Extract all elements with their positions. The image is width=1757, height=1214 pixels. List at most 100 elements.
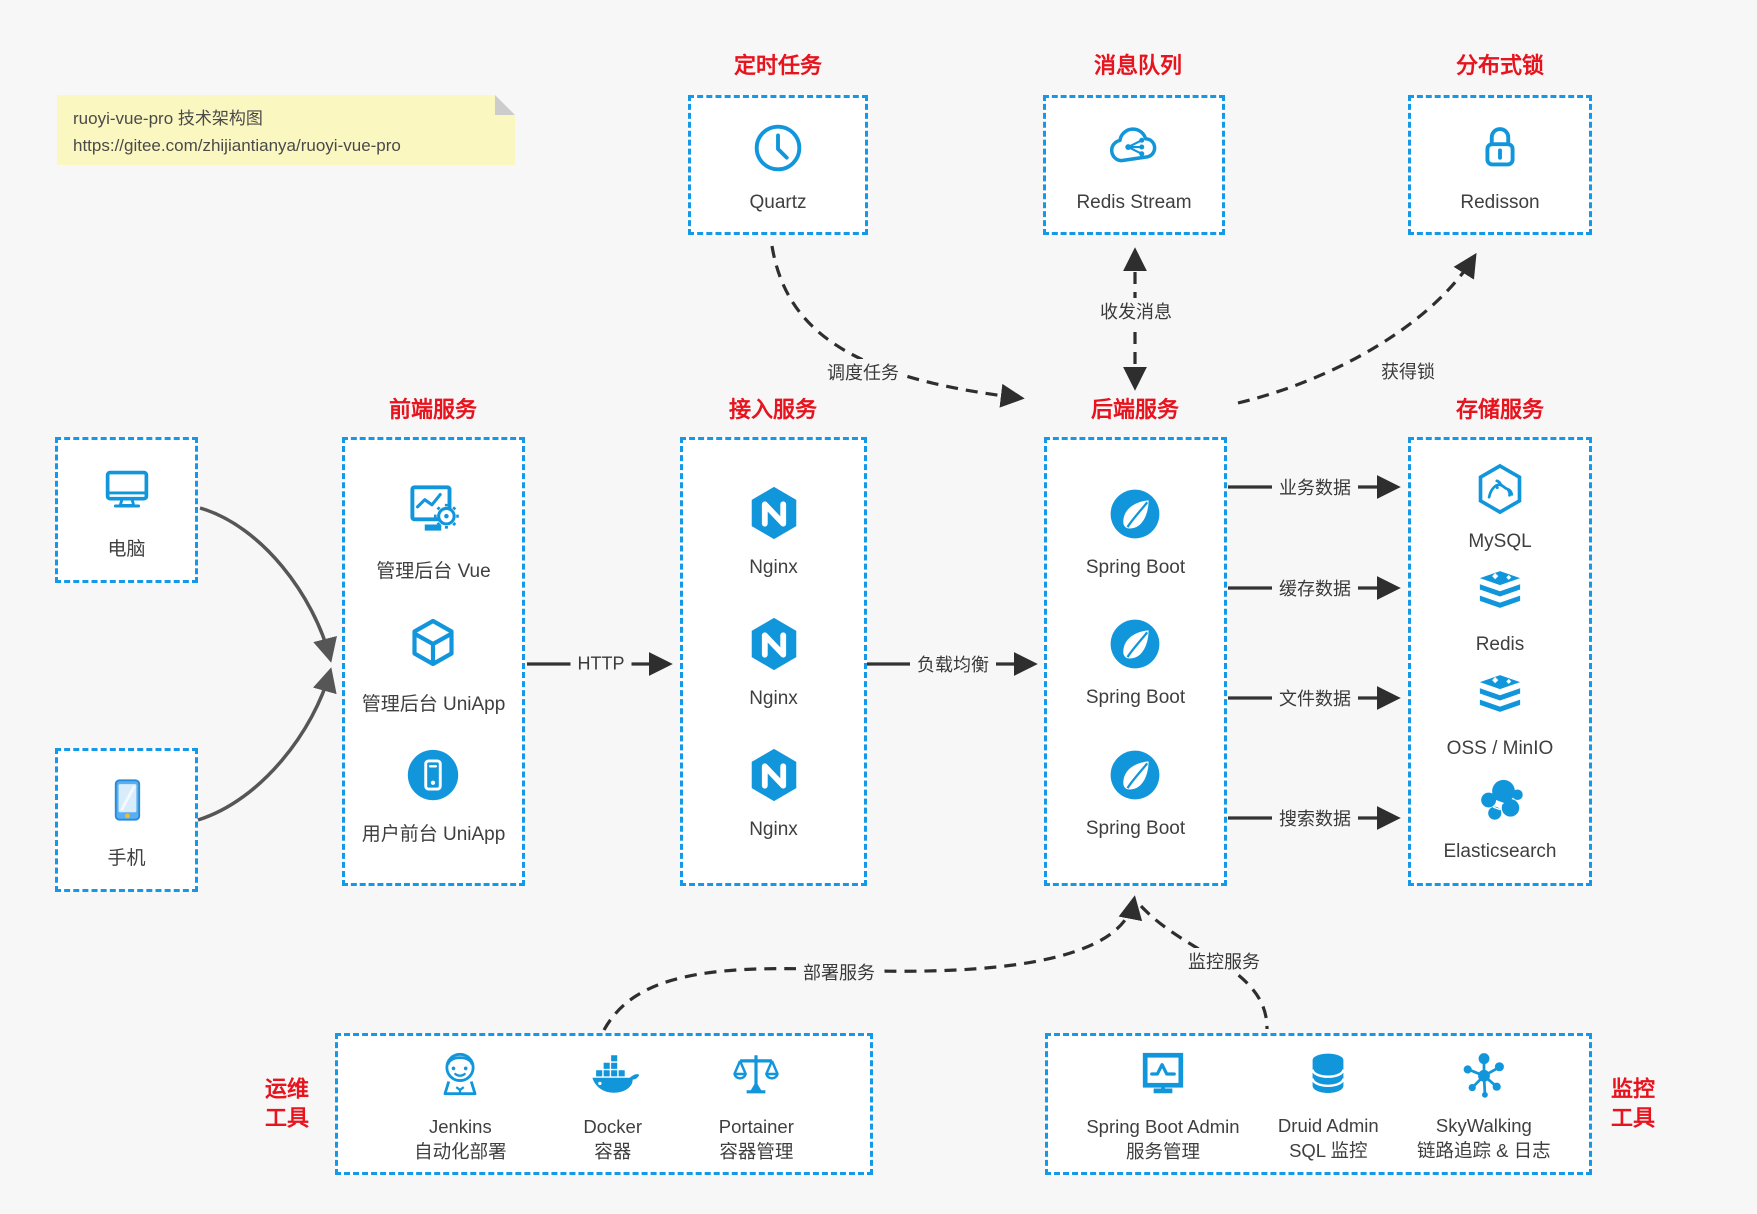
redis-stream-box: Redis Stream bbox=[1043, 95, 1225, 235]
portainer-item: Portainer 容器管理 bbox=[719, 1044, 794, 1165]
user-uniapp-item: 用户前台 UniApp bbox=[361, 744, 506, 846]
redisson-label: Redisson bbox=[1460, 191, 1540, 213]
monitor-tools-box: Spring Boot Admin 服务管理 Druid Admin SQL 监… bbox=[1045, 1033, 1592, 1175]
edge-label-cache-data: 缓存数据 bbox=[1272, 575, 1358, 601]
spring-boot-label-2: Spring Boot bbox=[1085, 687, 1186, 708]
skywalking-item: SkyWalking 链路追踪 & 日志 bbox=[1417, 1045, 1551, 1164]
spring-boot-item-2: Spring Boot bbox=[1086, 614, 1185, 709]
clock-icon bbox=[747, 117, 809, 184]
group-title-scheduled-task: 定时任务 bbox=[733, 53, 823, 78]
spring-boot-icon bbox=[1105, 745, 1165, 810]
spring-boot-item-1: Spring Boot bbox=[1086, 484, 1185, 579]
spring-boot-item-3: Spring Boot bbox=[1086, 745, 1185, 840]
admin-uniapp-label: 管理后台 UniApp bbox=[361, 693, 506, 715]
oss-minio-label: OSS / MinIO bbox=[1446, 737, 1554, 759]
quartz-label: Quartz bbox=[749, 191, 807, 213]
group-title-backend: 后端服务 bbox=[1090, 397, 1180, 422]
nginx-label-1: Nginx bbox=[749, 557, 798, 578]
spring-boot-admin-name: Spring Boot Admin bbox=[1086, 1115, 1240, 1137]
edge-label-search-data: 搜索数据 bbox=[1272, 805, 1358, 831]
redis-item: Redis bbox=[1472, 565, 1528, 656]
nginx-label-3: Nginx bbox=[749, 819, 798, 840]
edge-label-deploy-service: 部署服务 bbox=[796, 959, 882, 985]
spring-boot-label-3: Spring Boot bbox=[1085, 817, 1186, 839]
nginx-item-3: Nginx bbox=[743, 744, 805, 841]
spring-boot-admin-icon bbox=[1133, 1044, 1193, 1109]
mysql-item: MySQL bbox=[1468, 460, 1532, 553]
group-title-message-queue: 消息队列 bbox=[1093, 53, 1183, 78]
spring-boot-admin-desc: 服务管理 bbox=[1125, 1140, 1200, 1162]
spring-boot-admin-label: Spring Boot Admin 服务管理 bbox=[1086, 1115, 1239, 1165]
mobile-client-label: 手机 bbox=[107, 848, 146, 869]
elasticsearch-label: Elasticsearch bbox=[1443, 840, 1557, 862]
mobile-client-box: 手机 bbox=[55, 748, 198, 892]
nginx-icon bbox=[743, 744, 805, 811]
gateway-box: Nginx Nginx Nginx bbox=[680, 437, 867, 886]
edge-label-send-receive-msg: 收发消息 bbox=[1093, 298, 1179, 324]
edge-label-file-data: 文件数据 bbox=[1272, 685, 1358, 711]
jenkins-desc: 自动化部署 bbox=[414, 1140, 507, 1162]
user-app-icon bbox=[402, 744, 464, 811]
group-title-gateway: 接入服务 bbox=[728, 397, 818, 422]
group-title-distributed-lock: 分布式锁 bbox=[1455, 53, 1545, 78]
docker-icon bbox=[583, 1044, 643, 1109]
docker-name: Docker bbox=[583, 1115, 642, 1137]
jenkins-icon bbox=[430, 1044, 490, 1109]
phone-icon bbox=[97, 770, 157, 835]
group-title-storage: 存储服务 bbox=[1455, 397, 1545, 422]
edge-label-acquire-lock: 获得锁 bbox=[1374, 358, 1442, 384]
ops-tools-title-line2: 工具 bbox=[264, 1105, 310, 1130]
portainer-icon bbox=[726, 1044, 786, 1109]
nginx-item-1: Nginx bbox=[743, 482, 805, 579]
docker-desc: 容器 bbox=[594, 1140, 632, 1162]
ops-tools-title: 运维 工具 bbox=[265, 1075, 309, 1132]
skywalking-icon bbox=[1455, 1045, 1513, 1108]
note-url: https://gitee.com/zhijiantianya/ruoyi-vu… bbox=[73, 136, 401, 156]
spring-boot-icon bbox=[1105, 614, 1165, 679]
portainer-name: Portainer bbox=[718, 1115, 794, 1137]
cloud-share-icon bbox=[1103, 117, 1165, 184]
docker-item: Docker 容器 bbox=[583, 1044, 643, 1165]
admin-vue-label: 管理后台 Vue bbox=[376, 560, 491, 582]
redisson-item: Redisson bbox=[1460, 117, 1540, 214]
druid-admin-name: Druid Admin bbox=[1277, 1114, 1379, 1136]
sticky-note: ruoyi-vue-pro 技术架构图 https://gitee.com/zh… bbox=[57, 95, 515, 165]
redis-label: Redis bbox=[1475, 634, 1525, 656]
user-uniapp-label: 用户前台 UniApp bbox=[361, 824, 506, 846]
edge-mobile-to-frontend bbox=[197, 667, 337, 822]
ops-tools-title-line1: 运维 bbox=[264, 1076, 310, 1102]
pc-client-box: 电脑 bbox=[55, 437, 198, 583]
redis-stream-item: Redis Stream bbox=[1076, 117, 1192, 214]
skywalking-desc: 链路追踪 & 日志 bbox=[1417, 1139, 1551, 1161]
nginx-icon bbox=[743, 613, 805, 680]
monitor-tools-title: 监控 工具 bbox=[1611, 1075, 1655, 1132]
portainer-label: Portainer 容器管理 bbox=[719, 1115, 794, 1165]
ops-tools-box: Jenkins 自动化部署 Docker 容器 Portainer 容器管理 bbox=[335, 1033, 873, 1175]
nginx-item-2: Nginx bbox=[743, 613, 805, 710]
skywalking-name: SkyWalking bbox=[1435, 1114, 1532, 1136]
spring-boot-admin-item: Spring Boot Admin 服务管理 bbox=[1086, 1044, 1240, 1165]
mysql-icon bbox=[1471, 460, 1529, 523]
admin-vue-item: 管理后台 Vue bbox=[376, 477, 491, 583]
edge-label-load-balance: 负载均衡 bbox=[910, 651, 996, 677]
note-title: ruoyi-vue-pro 技术架构图 bbox=[73, 109, 263, 128]
edge-label-http: HTTP bbox=[570, 653, 632, 675]
pc-client-item: 电脑 bbox=[96, 459, 158, 561]
edge-label-monitor-service: 监控服务 bbox=[1181, 948, 1267, 974]
edge-pc-to-frontend bbox=[199, 506, 337, 663]
frontend-box: 管理后台 Vue 管理后台 UniApp 用户前台 UniApp bbox=[342, 437, 525, 886]
mobile-client-item: 手机 bbox=[97, 770, 157, 870]
quartz-box: Quartz bbox=[688, 95, 868, 235]
spring-boot-label-1: Spring Boot bbox=[1085, 556, 1186, 578]
edge-label-business-data: 业务数据 bbox=[1272, 474, 1358, 500]
pc-client-label: 电脑 bbox=[107, 539, 146, 560]
edge-label-schedule-task: 调度任务 bbox=[820, 359, 906, 385]
storage-box: MySQL Redis OSS / MinIO Elasticsearch bbox=[1408, 437, 1592, 886]
monitor-tools-title-line2: 工具 bbox=[1610, 1105, 1656, 1130]
druid-database-icon bbox=[1299, 1045, 1357, 1108]
quartz-item: Quartz bbox=[747, 117, 809, 214]
redis-stream-label: Redis Stream bbox=[1076, 191, 1192, 213]
group-title-frontend: 前端服务 bbox=[388, 397, 478, 422]
druid-admin-label: Druid Admin SQL 监控 bbox=[1278, 1114, 1379, 1164]
